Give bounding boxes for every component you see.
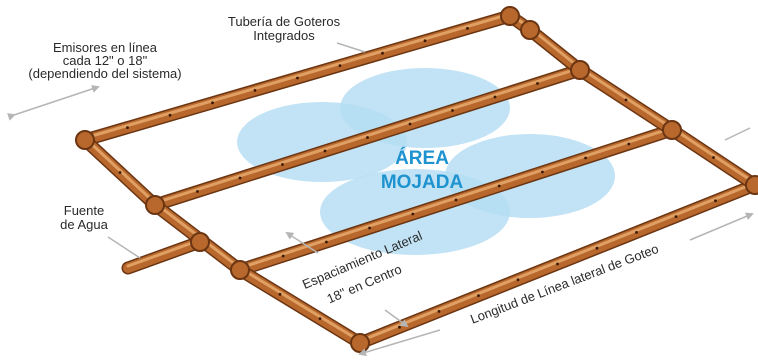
dimension-arrows — [7, 42, 754, 357]
emitter-hole — [211, 101, 214, 105]
emitter-hole — [466, 27, 469, 30]
emitter-hole — [408, 122, 412, 126]
pipe-fitting — [745, 175, 758, 195]
left-header — [78, 133, 162, 212]
emitter-hole — [368, 226, 371, 230]
emitters-label-line2: cada 12" o 18" — [63, 53, 148, 68]
lateral-line-4 — [353, 178, 758, 350]
lateral-spacing-arrow-bottom — [384, 309, 409, 328]
emitter-hole — [541, 170, 544, 174]
pipe-fitting — [230, 260, 250, 280]
emitter-hole — [714, 199, 717, 203]
emitters-label-line1: Emisores en línea — [53, 40, 158, 55]
emitter-hole — [318, 317, 322, 321]
emitter-hole — [118, 171, 122, 174]
pipe-fitting — [75, 130, 95, 150]
pipe-fitting — [145, 195, 165, 215]
lateral-length-arrow-left — [358, 329, 441, 357]
pipe-network — [75, 6, 758, 353]
emitter-hole — [584, 156, 587, 160]
emitter-hole — [536, 82, 539, 85]
pipe-fitting — [570, 60, 590, 80]
water-source-pipe — [121, 235, 207, 275]
lateral-line-3 — [233, 123, 679, 277]
lateral-line-1 — [78, 9, 517, 147]
emitter-hole — [281, 254, 285, 258]
pipe-fitting — [662, 120, 682, 140]
emitter-hole — [366, 136, 369, 139]
emitter-hole — [624, 98, 628, 102]
wetted-area-label-line2: MOJADA — [381, 172, 464, 193]
emitter-hole — [423, 39, 427, 43]
right-header-3 — [573, 63, 679, 137]
emitter-hole — [516, 278, 520, 282]
water-source-pointer — [107, 236, 141, 259]
emitter-hole — [497, 184, 501, 188]
emitter-hole — [477, 294, 480, 297]
emitter-spacing-arrow — [7, 85, 100, 121]
drip-tubing-label-line1: Tubería de Goteros — [228, 14, 341, 29]
pipe-fitting — [520, 20, 540, 40]
emitter-hole — [253, 89, 257, 92]
emitter-hole — [595, 246, 599, 250]
water-source-label-line1: Fuente — [64, 203, 104, 218]
emitter-hole — [493, 95, 497, 99]
drip-tubing-pointer — [336, 42, 366, 53]
pipe-fitting — [190, 232, 210, 252]
emitter-hole — [126, 126, 129, 129]
lateral-spacing-arrow-top — [285, 231, 319, 254]
emitter-hole — [627, 142, 631, 146]
emitter-hole — [281, 163, 284, 166]
emitter-hole — [411, 212, 415, 216]
emitter-hole — [338, 64, 342, 67]
left-header-3 — [233, 263, 367, 350]
emitter-hole — [196, 190, 199, 193]
lateral-length-arrow-right — [689, 212, 754, 241]
lateral-line-2 — [148, 63, 587, 212]
pipe-fitting — [350, 333, 370, 353]
emitter-hole — [437, 310, 441, 313]
emitter-hole — [635, 231, 638, 234]
drip-tubing-label-line2: Integrados — [253, 28, 315, 43]
emitter-hole — [296, 76, 299, 80]
emitter-hole — [381, 51, 384, 55]
emitter-hole — [556, 262, 559, 266]
wetted-area-label-line1: ÁREA — [395, 147, 449, 169]
water-source-label-line2: de Agua — [60, 217, 108, 232]
emitter-hole — [325, 240, 328, 244]
emitters-label-line3: (dependiendo del sistema) — [28, 66, 181, 81]
right-edge-tick — [724, 127, 751, 141]
pipe-fitting — [500, 6, 520, 26]
emitter-hole — [712, 156, 715, 159]
right-header-4 — [665, 123, 758, 192]
emitter-hole — [398, 325, 401, 329]
emitter-hole — [168, 113, 172, 117]
emitter-hole — [451, 109, 454, 112]
emitter-hole — [674, 215, 678, 219]
emitter-hole — [323, 149, 327, 153]
emitter-hole — [238, 176, 242, 180]
emitter-hole — [454, 198, 458, 202]
emitter-hole — [278, 292, 282, 296]
